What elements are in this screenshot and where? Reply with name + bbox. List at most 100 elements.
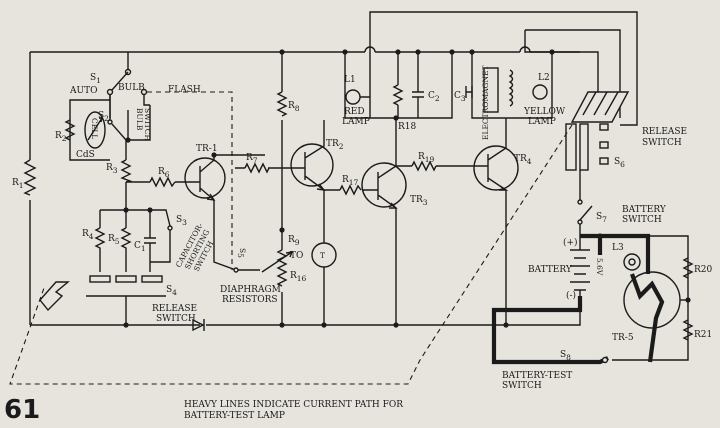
label-s3: S3 [176, 215, 187, 227]
label-tr2: TR2 [326, 139, 344, 151]
release-switch-magnet-slots [582, 91, 619, 116]
lamp-l2 [532, 84, 548, 100]
label-l2: L2 [538, 73, 550, 83]
label-release-switch-2: SWITCH [642, 138, 682, 148]
magnet-box [471, 29, 621, 120]
label-s7: S7 [596, 212, 607, 224]
label-battery-test-1: BATTERY-TEST [502, 371, 572, 381]
label-r2: R2 [55, 131, 67, 143]
label-release-switch-1: RELEASE [642, 127, 687, 137]
resistor-r8 [276, 91, 288, 117]
transistor-tr3 [361, 162, 407, 208]
label-diaphragm-1: DIAPHRAGM [220, 285, 281, 295]
tr2-leads [290, 120, 325, 240]
label-r19: R19 [418, 152, 435, 164]
label-r17: R17 [342, 175, 359, 187]
switch-s7-contact-top [577, 199, 583, 205]
red-lamp-branch [369, 11, 638, 126]
label-release-switch-left-2: SWITCH [156, 314, 196, 324]
tr1-leads [188, 154, 265, 214]
label-c1: C1 [134, 241, 146, 253]
label-meter: T [320, 251, 325, 260]
label-red-lamp-2: LAMP [342, 117, 370, 127]
lamp-l3-filament [628, 258, 636, 266]
label-s2: S2 [98, 111, 109, 123]
s1-mechanical-link [147, 91, 233, 270]
label-s8: S8 [560, 350, 571, 362]
capacitor-c2 [412, 52, 424, 118]
battery [570, 249, 590, 291]
label-red-lamp-1: RED [344, 107, 365, 117]
switch-s1-contact-auto [106, 88, 114, 96]
label-c3: C3 [454, 91, 466, 103]
label-r9: R9 [288, 235, 300, 247]
switch-s2-contact [107, 119, 113, 125]
label-r1: R1 [12, 178, 24, 190]
r2-cell-network [69, 95, 111, 161]
diode [192, 318, 205, 332]
figure-number: 61 [4, 395, 40, 425]
label-to: TO [290, 251, 303, 261]
resistor-r18 [392, 52, 404, 118]
resistor-r5 [120, 227, 132, 272]
crossover-hump [364, 46, 531, 53]
label-r6: R6 [158, 167, 170, 179]
resistor-r6 [149, 176, 176, 188]
switch-s3-wires [150, 209, 171, 263]
label-auto: AUTO [69, 86, 97, 96]
resistor-r3 [120, 159, 133, 183]
resistor-r7 [244, 162, 270, 174]
switch-s3-contact [167, 225, 173, 231]
tr3-emitter-arrow [389, 202, 398, 209]
switch-s7-contact-bottom [577, 219, 583, 225]
resistor-r2 [64, 119, 76, 141]
s5-wires [213, 214, 260, 271]
resistor-r1 [23, 159, 37, 196]
electromagnet-winding [508, 69, 514, 107]
cds-cell-arrow [87, 117, 103, 141]
release-switch-plunger [565, 123, 577, 171]
label-tr3: TR3 [410, 195, 428, 207]
label-c2: C2 [428, 91, 440, 103]
transistor-tr1 [184, 157, 226, 199]
label-r3: R3 [106, 163, 118, 175]
lamp-l3 [623, 253, 641, 271]
resistor-r17 [339, 184, 362, 196]
label-r4: R4 [82, 229, 94, 241]
junction-dots [123, 49, 691, 328]
switch-s8-contact [601, 356, 609, 364]
label-r18: R18 [398, 122, 417, 132]
switch-s2-blade [111, 123, 127, 141]
capacitor-c3 [465, 86, 473, 98]
release-switch-left-lever [39, 281, 70, 312]
label-cds: CdS [76, 150, 95, 160]
contact-1 [599, 123, 609, 131]
label-flash: FLASH [168, 85, 201, 95]
switch-s5-contact [233, 267, 239, 273]
tr3-leads [372, 118, 397, 325]
label-yellow-lamp-2: LAMP [528, 117, 556, 127]
tr5-heavy-leads [630, 273, 665, 363]
label-bulb-switch-1: BULB [135, 108, 144, 131]
label-l1: L1 [344, 75, 356, 85]
label-diaphragm-2: RESISTORS [222, 295, 278, 305]
bulb-switch-wire [125, 105, 151, 150]
resistor-r16 [276, 249, 288, 287]
electromagnet-coil [483, 67, 499, 113]
resistor-r20 [682, 257, 694, 279]
label-tr1: TR-1 [196, 144, 218, 154]
transistor-tr2 [290, 143, 334, 187]
switch-s4-contact-3 [141, 275, 163, 283]
label-r21: R21 [694, 330, 712, 340]
label-battery-switch-1: BATTERY [622, 205, 667, 215]
switch-s4-contact-2 [115, 275, 137, 283]
tr4-leads [476, 118, 507, 325]
label-cell: CELL [90, 118, 99, 139]
release-switch-guide [579, 123, 589, 171]
label-release-switch-left-1: RELEASE [152, 304, 197, 314]
resistor-r21 [682, 319, 694, 341]
label-r8: R8 [288, 101, 300, 113]
bottom-rail [30, 310, 581, 326]
